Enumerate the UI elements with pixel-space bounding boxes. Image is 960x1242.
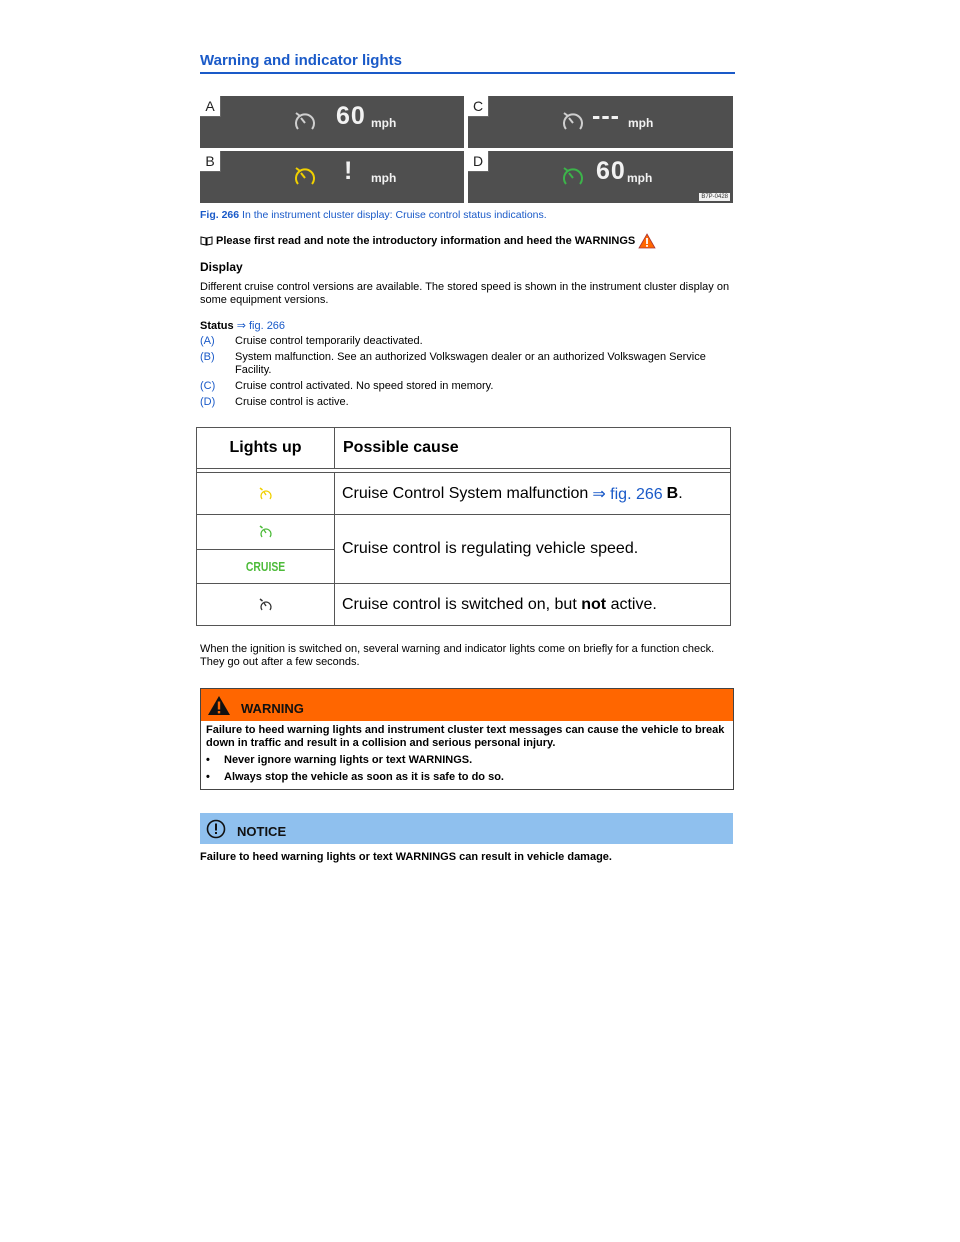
speed-value: ! <box>344 157 354 185</box>
cause-period: . <box>678 484 683 502</box>
book-icon <box>200 236 213 246</box>
warning-triangle-icon <box>208 695 230 715</box>
table-header-lights-up: Lights up <box>196 427 335 469</box>
cruise-indicator-text: CRUISE <box>245 559 286 574</box>
warning-text: Failure to heed warning lights and instr… <box>206 724 725 749</box>
notice-label: NOTICE <box>237 824 287 839</box>
panel-letter: A <box>200 96 221 117</box>
warning-label: WARNING <box>241 700 304 716</box>
status-key: (C) <box>200 380 216 392</box>
status-text: Cruise control is active. <box>235 396 349 408</box>
display-text: Different cruise control versions are av… <box>200 281 730 306</box>
status-key: (B) <box>200 351 215 363</box>
notice-header: NOTICE <box>200 813 733 844</box>
list-item: • Never ignore warning lights or text WA… <box>206 754 728 767</box>
speed-value: --- <box>592 102 620 130</box>
status-key: (D) <box>200 396 216 408</box>
function-check-text: When the ignition is switched on, severa… <box>200 643 715 668</box>
cause-text: Cruise Control System malfunction <box>342 484 589 502</box>
figure-caption-label: Fig. 266 <box>200 209 240 221</box>
table-row-icon <box>196 473 335 515</box>
speed-value: 60 <box>336 102 366 130</box>
panel-letter: C <box>468 96 489 117</box>
table-row-cause: Cruise control is switched on, but not a… <box>334 584 731 626</box>
bullet: • <box>206 754 210 766</box>
bullet-text: Never ignore warning lights or text WARN… <box>224 754 473 766</box>
speed-unit: mph <box>371 171 397 185</box>
speed-unit: mph <box>371 116 397 130</box>
display-heading: Display <box>200 260 243 274</box>
cruise-control-icon <box>563 112 583 130</box>
status-text: System malfunction. See an authorized Vo… <box>235 351 706 376</box>
speed-value: 60 <box>596 157 626 185</box>
list-item: (C) Cruise control activated. No speed s… <box>200 380 730 393</box>
cause-bold: not <box>581 595 607 613</box>
page-title: Warning and indicator lights <box>200 52 735 74</box>
speed-unit: mph <box>628 116 654 130</box>
table-divider <box>196 469 731 473</box>
cruise-control-icon <box>563 167 583 185</box>
list-item: (A) Cruise control temporarily deactivat… <box>200 335 730 348</box>
panel-c: C --- mph <box>468 96 733 148</box>
figure-caption-text: In the instrument cluster display: Cruis… <box>242 209 547 221</box>
panel-d: D 60 mph B7P-0428 <box>468 151 733 203</box>
intro-text: Please first read and note the introduct… <box>216 235 636 247</box>
status-label: Status <box>200 320 234 332</box>
cruise-control-icon <box>295 167 315 185</box>
panel-letter: B <box>200 151 221 172</box>
status-text: Cruise control activated. No speed store… <box>235 380 494 392</box>
intro-line: Please first read and note the introduct… <box>200 233 656 249</box>
bullet-text: Always stop the vehicle as soon as it is… <box>224 771 504 783</box>
cause-fig-letter: B <box>666 484 679 502</box>
list-item: • Always stop the vehicle as soon as it … <box>206 771 728 784</box>
panel-b: B ! mph <box>200 151 464 203</box>
warning-header: WARNING <box>201 689 733 721</box>
bullet: • <box>206 771 210 783</box>
cruise-control-yellow-icon <box>259 486 272 499</box>
cause-text: Cruise control is switched on, but <box>342 595 577 613</box>
notice-text: Failure to heed warning lights or text W… <box>200 851 612 863</box>
cruise-control-white-icon <box>259 597 272 610</box>
figure-code: B7P-0428 <box>699 193 730 201</box>
table-row-icon: CRUISE <box>196 550 335 584</box>
cause-text-end: active. <box>610 595 657 613</box>
table-row-icon <box>196 515 335 550</box>
panel-letter: D <box>468 151 489 172</box>
figure-cruise-status: A 60 mph C --- mph B ! mph D <box>200 96 733 203</box>
lights-table: Lights up Possible cause Cruise Control … <box>196 427 731 626</box>
table-row-cause: Cruise control is regulating vehicle spe… <box>334 515 731 584</box>
list-item: (B) System malfunction. See an authorize… <box>200 351 730 377</box>
table-row-icon <box>196 584 335 626</box>
speed-unit: mph <box>627 171 653 185</box>
cruise-control-green-icon <box>259 525 272 538</box>
table-header-possible-cause: Possible cause <box>334 427 731 469</box>
figure-caption: Fig. 266 In the instrument cluster displ… <box>200 209 547 221</box>
status-text: Cruise control temporarily deactivated. <box>235 335 423 347</box>
status-heading: Status ⇒ fig. 266 <box>200 319 285 332</box>
warning-body: Failure to heed warning lights and instr… <box>201 721 733 787</box>
cause-text: Cruise control is regulating vehicle spe… <box>342 540 639 557</box>
notice-exclamation-icon <box>206 819 226 838</box>
panel-a: A 60 mph <box>200 96 464 148</box>
warning-box: WARNING Failure to heed warning lights a… <box>200 688 734 790</box>
status-fig-link[interactable]: ⇒ fig. 266 <box>236 320 286 332</box>
table-row-cause: Cruise Control System malfunction ⇒ fig.… <box>334 473 731 515</box>
status-key: (A) <box>200 335 215 347</box>
status-list: (A) Cruise control temporarily deactivat… <box>200 335 730 412</box>
list-item: (D) Cruise control is active. <box>200 396 730 409</box>
cause-fig-link[interactable]: ⇒ fig. 266 <box>592 485 663 503</box>
warning-triangle-icon <box>638 233 656 249</box>
cruise-control-icon <box>295 112 315 130</box>
